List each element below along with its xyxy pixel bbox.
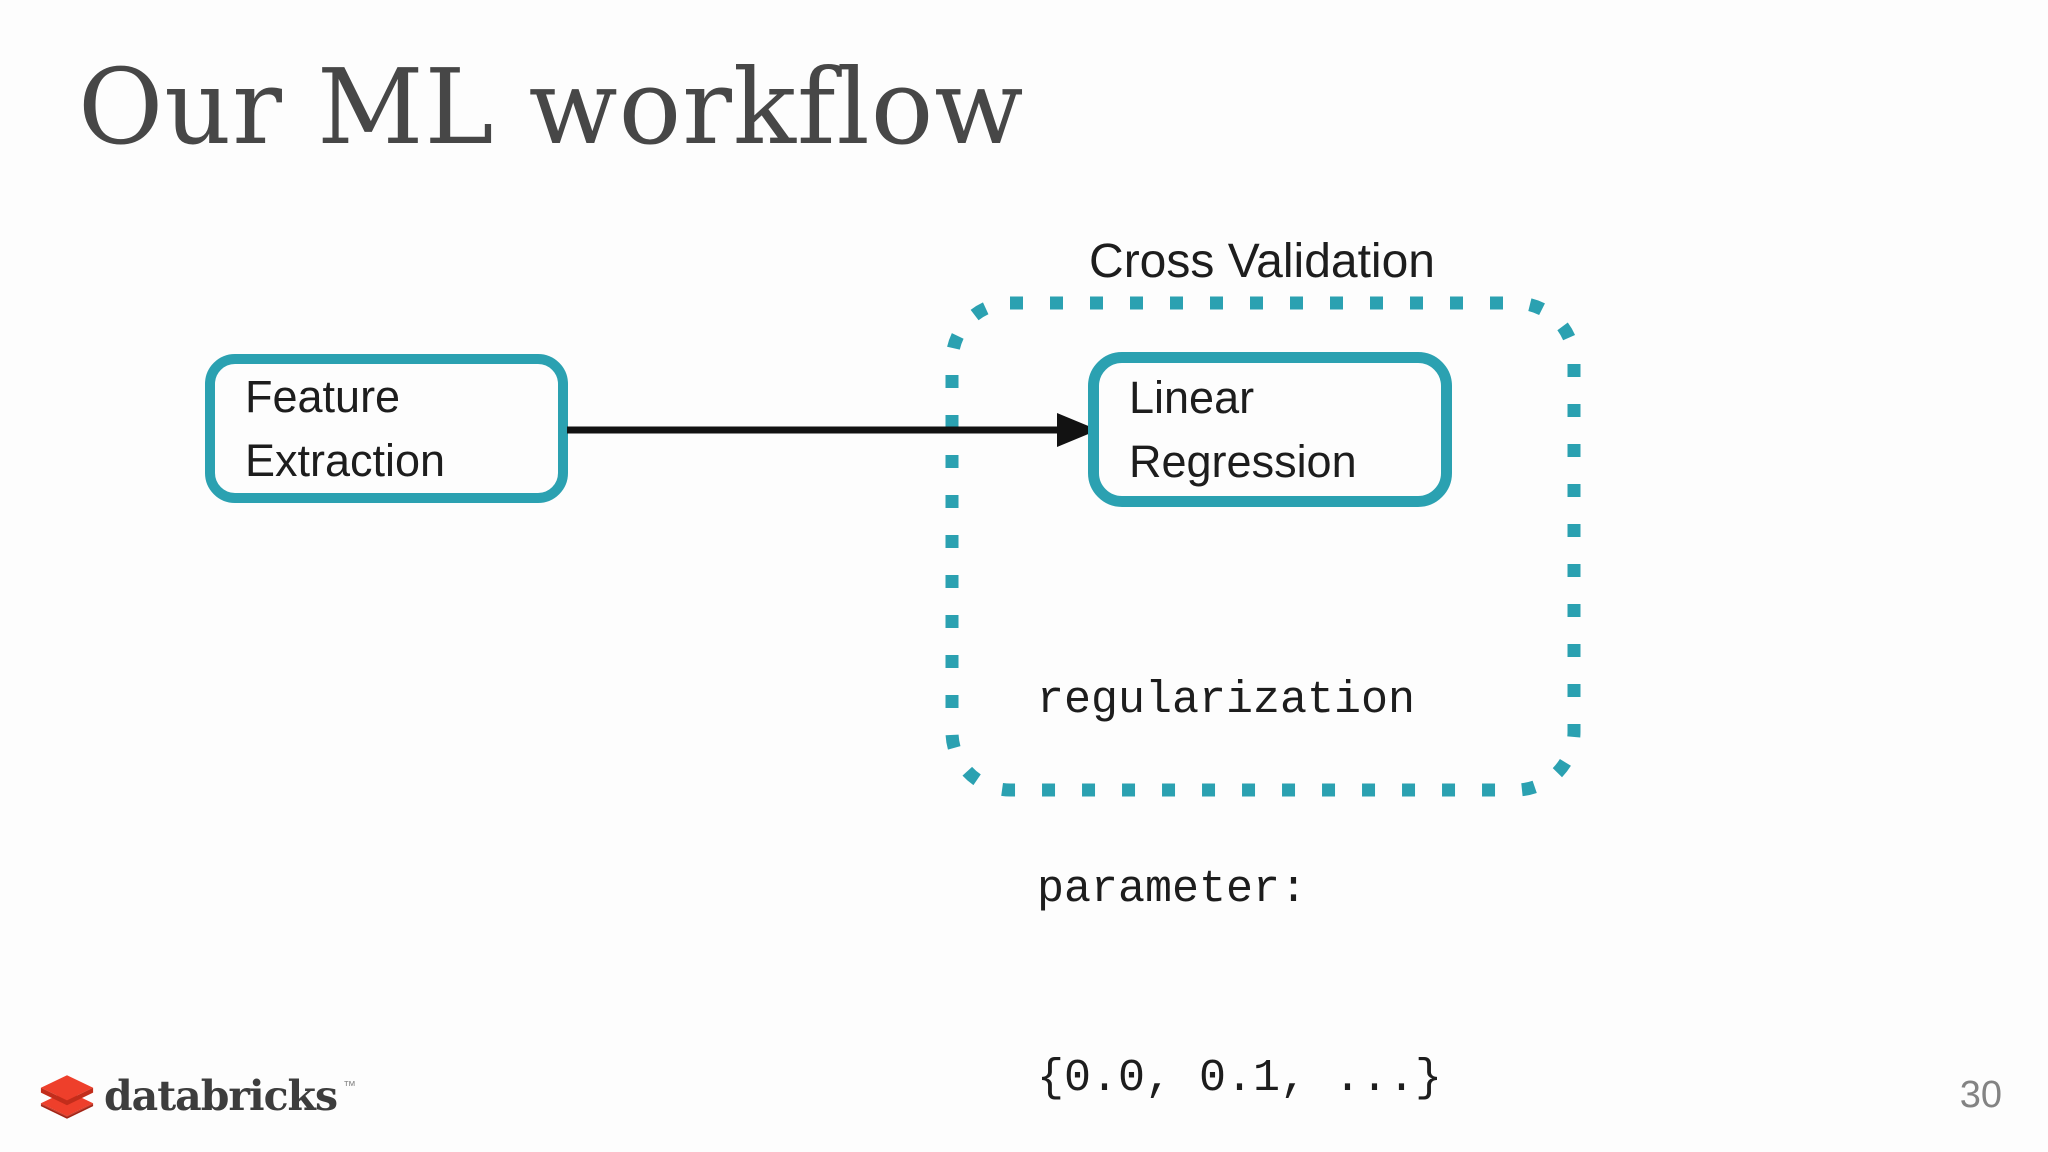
linear-regression-node: Linear Regression [1088, 352, 1452, 507]
cross-validation-label: Cross Validation [1089, 235, 1435, 288]
feature-extraction-label-line1: Feature [245, 370, 401, 422]
cross-validation-dotted-border [945, 296, 1581, 797]
trademark-symbol: ™ [343, 1078, 357, 1093]
regularization-note-line2: parameter: [1037, 864, 1308, 915]
page-number: 30 [1959, 1074, 2002, 1116]
linear-regression-label-line2: Regression [1129, 435, 1357, 487]
linear-regression-label-line1: Linear [1129, 371, 1255, 423]
page-title: Our ML workflow [78, 46, 1025, 168]
regularization-note-line3: {0.0, 0.1, ...} [1037, 1053, 1443, 1104]
flow-arrow [567, 413, 1098, 447]
regularization-note-line1: regularization [1037, 675, 1416, 726]
databricks-wordmark: databricks [104, 1072, 338, 1120]
databricks-logo: databricks ™ [38, 1072, 356, 1120]
databricks-bricks-icon [40, 1074, 94, 1119]
feature-extraction-label-line2: Extraction [245, 434, 446, 486]
regularization-parameter-note: regularization parameter: {0.0, 0.1, ...… [1037, 543, 1442, 1152]
feature-extraction-node: Feature Extraction [205, 354, 568, 503]
